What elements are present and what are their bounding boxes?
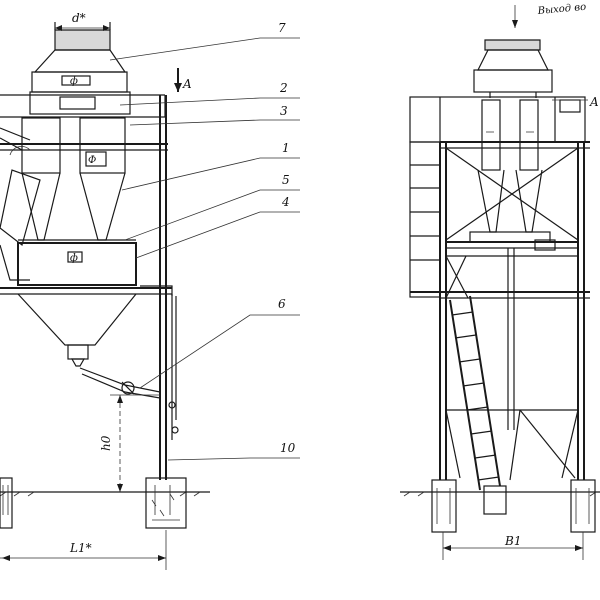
- callout-2: 2: [279, 81, 288, 95]
- callout-4: 4: [281, 195, 290, 209]
- svg-text:ф: ф: [70, 253, 78, 264]
- cyclone-right: Ф: [79, 117, 126, 241]
- stairway: [449, 295, 501, 491]
- l1-label: L1*: [69, 541, 92, 555]
- callout-leaders: [109, 37, 300, 461]
- outlet-label: Выход во: [536, 2, 586, 17]
- right-mark-label: A: [589, 95, 599, 109]
- outlet-hood: [54, 29, 111, 51]
- left-view: ф Ф ф: [0, 22, 300, 570]
- callout-6: 6: [278, 297, 286, 311]
- foundation-left: [0, 477, 13, 529]
- callout-5: 5: [282, 173, 290, 187]
- svg-text:ф: ф: [70, 76, 78, 87]
- h0-label: h0: [99, 435, 113, 451]
- side-panel: [409, 141, 441, 298]
- callout-1: 1: [282, 141, 290, 155]
- cyclone-left: [21, 117, 61, 241]
- callout-3: 3: [280, 104, 288, 118]
- view-arrow-a: [174, 68, 182, 92]
- view-a-label: A: [182, 77, 192, 91]
- callout-10: 10: [280, 441, 296, 455]
- d-star-label: d*: [72, 11, 86, 25]
- callout-7: 7: [278, 21, 286, 35]
- b1-label: B1: [504, 534, 521, 548]
- foundation-right: [145, 477, 187, 529]
- right-view: [400, 5, 600, 560]
- svg-text:Ф: Ф: [88, 155, 96, 166]
